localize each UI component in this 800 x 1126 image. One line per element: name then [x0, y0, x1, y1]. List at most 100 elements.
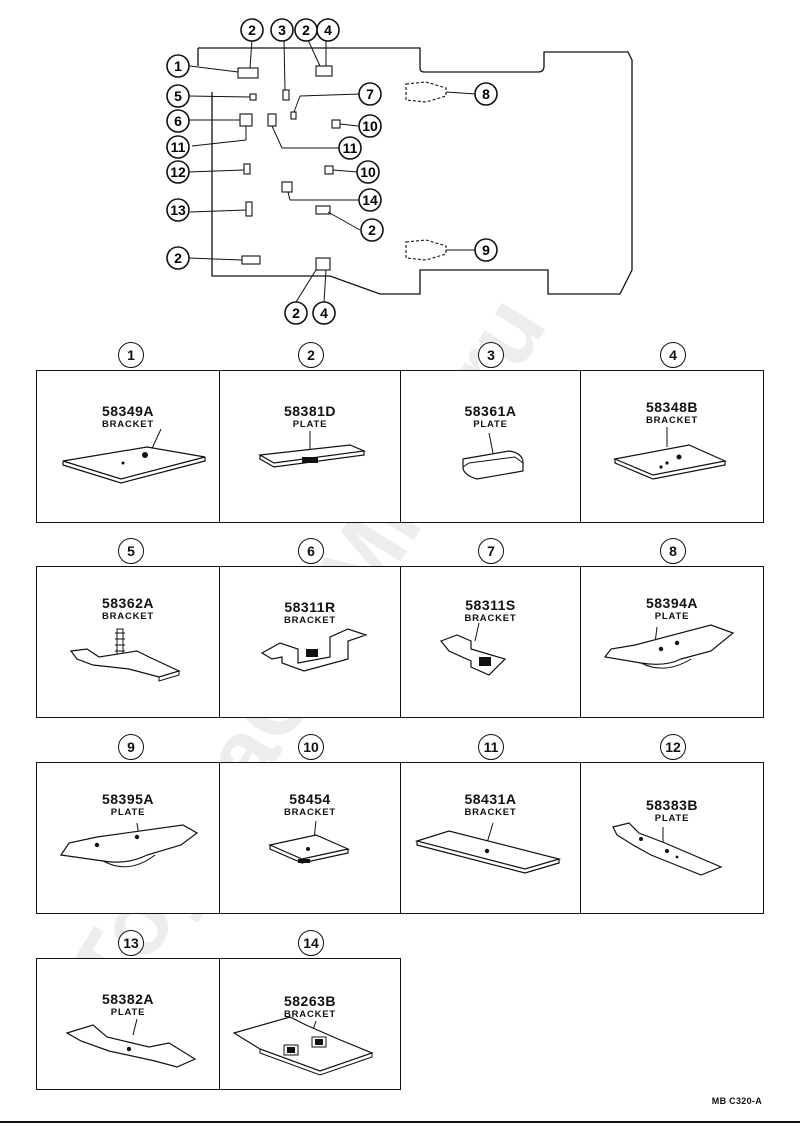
callout-1: 1: [166, 54, 190, 78]
plate-drawing: [603, 624, 735, 669]
svg-text:10: 10: [360, 164, 376, 180]
part-code: 58383B: [645, 797, 699, 813]
callout-9: 9: [474, 238, 498, 262]
bracket-drawing: [69, 628, 181, 682]
callout-11: 11: [166, 135, 190, 159]
part-number-circle: 14: [298, 930, 324, 956]
part-number-circle: 13: [118, 930, 144, 956]
callout-13: 13: [166, 198, 190, 222]
part-code: 58381D: [283, 403, 337, 419]
part-name: BRACKET: [283, 807, 337, 818]
part-number-circle: 5: [118, 538, 144, 564]
part-number-circle: 1: [118, 342, 144, 368]
part-name: PLATE: [110, 1007, 146, 1018]
part-name: BRACKET: [645, 415, 699, 426]
plate-drawing: [258, 431, 367, 468]
callout-12: 12: [166, 160, 190, 184]
plate-drawing: [612, 822, 723, 876]
part-code: 58349A: [101, 403, 155, 419]
part-code: 58431A: [464, 791, 517, 807]
part-code: 58362A: [101, 595, 155, 611]
svg-text:12: 12: [170, 164, 186, 180]
callout-6: 6: [166, 109, 190, 133]
part-number-circle: 3: [478, 342, 504, 368]
svg-text:2: 2: [174, 250, 182, 266]
callout-2d: 2: [166, 246, 190, 270]
callout-5: 5: [166, 84, 190, 108]
part-number-circle: 12: [660, 734, 686, 760]
part-number-circle: 2: [298, 342, 324, 368]
svg-text:10: 10: [362, 118, 378, 134]
svg-text:7: 7: [366, 86, 374, 102]
part-name: PLATE: [110, 807, 146, 818]
svg-text:14: 14: [362, 192, 378, 208]
callout-10b: 10: [356, 160, 380, 184]
svg-text:9: 9: [482, 242, 490, 258]
part-name: BRACKET: [464, 613, 517, 624]
callout-10: 10: [358, 114, 382, 138]
part-name: PLATE: [292, 419, 328, 430]
callout-7: 7: [358, 82, 382, 106]
svg-text:5: 5: [174, 88, 182, 104]
bracket-drawing: [440, 622, 507, 676]
plate-drawing: [462, 432, 524, 480]
svg-text:4: 4: [320, 305, 328, 321]
svg-text:1: 1: [174, 58, 182, 74]
svg-text:11: 11: [343, 140, 358, 156]
svg-text:2: 2: [302, 22, 310, 38]
callout-2c: 2: [360, 218, 384, 242]
part-name: PLATE: [473, 419, 508, 430]
part-number-circle: 9: [118, 734, 144, 760]
callout-14: 14: [358, 188, 382, 212]
part-code: 58311R: [284, 599, 336, 615]
bracket-drawing: [232, 1016, 374, 1076]
reference-code: MB C320-A: [711, 1096, 762, 1106]
svg-text:2: 2: [292, 305, 300, 321]
svg-text:11: 11: [171, 139, 186, 155]
bracket-drawing: [268, 820, 350, 864]
part-code: 58395A: [101, 791, 155, 807]
plate-drawing: [59, 822, 199, 868]
callout-2: 2: [240, 18, 264, 42]
bracket-drawing: [260, 628, 368, 672]
callout-8: 8: [474, 82, 498, 106]
callout-4b: 4: [312, 301, 336, 325]
part-number-circle: 6: [298, 538, 324, 564]
part-number-circle: 7: [478, 538, 504, 564]
bottom-rule: [0, 1121, 800, 1123]
svg-text:3: 3: [278, 22, 286, 38]
svg-text:8: 8: [482, 86, 490, 102]
callout-2b: 2: [294, 18, 318, 42]
part-name: PLATE: [654, 813, 690, 824]
bracket-drawing: [612, 427, 727, 480]
floor-outline: [197, 47, 633, 295]
svg-text:13: 13: [170, 202, 186, 218]
part-number-circle: 11: [478, 734, 504, 760]
part-code: 58263B: [283, 993, 337, 1009]
svg-text:2: 2: [368, 222, 376, 238]
plate-drawing: [65, 1018, 197, 1068]
part-code: 58348B: [645, 399, 699, 415]
part-number-circle: 8: [660, 538, 686, 564]
part-name: BRACKET: [283, 1009, 337, 1020]
bracket-drawing: [414, 822, 562, 874]
part-code: 58454: [289, 791, 331, 807]
part-name: PLATE: [654, 611, 690, 622]
part-name: BRACKET: [283, 615, 337, 626]
part-name: BRACKET: [464, 807, 517, 818]
svg-text:4: 4: [324, 22, 332, 38]
part-name: BRACKET: [101, 611, 155, 622]
part-code: 58382A: [101, 991, 155, 1007]
bracket-drawing: [62, 428, 206, 484]
svg-text:6: 6: [174, 113, 182, 129]
part-number-circle: 10: [298, 734, 324, 760]
part-code: 58311S: [465, 597, 516, 613]
callout-2e: 2: [284, 301, 308, 325]
part-number-circle: 4: [660, 342, 686, 368]
callout-3: 3: [270, 18, 294, 42]
part-code: 58394A: [645, 595, 699, 611]
part-code: 58361A: [464, 403, 517, 419]
callout-11b: 11: [338, 136, 362, 160]
part-name: BRACKET: [101, 419, 155, 430]
callout-4: 4: [316, 18, 340, 42]
